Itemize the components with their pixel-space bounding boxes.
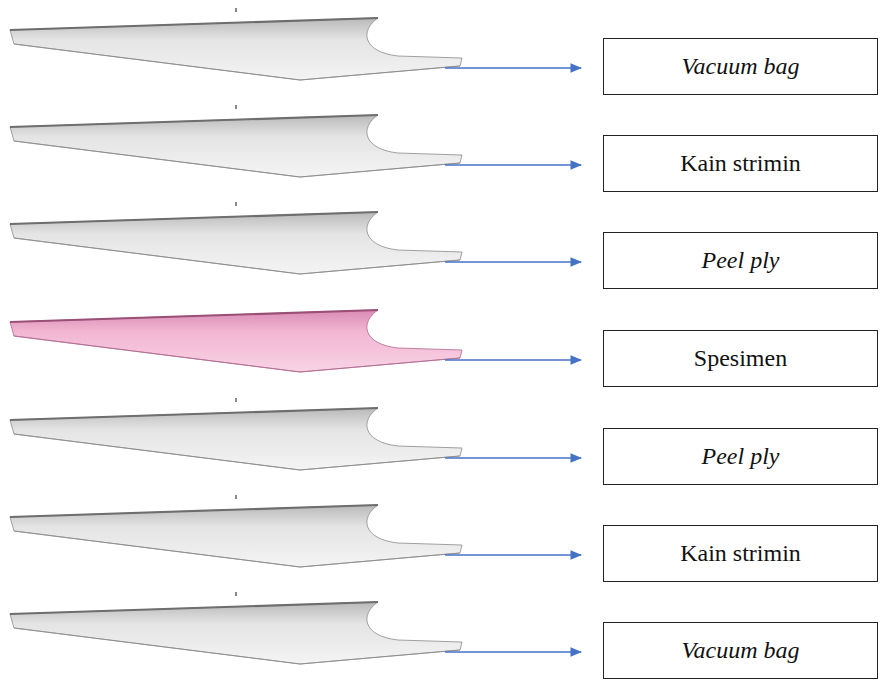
- sheet-lip: [10, 505, 378, 517]
- label-box: Peel ply: [603, 428, 878, 485]
- layer-name: Kain strimin: [680, 540, 801, 567]
- sheet-body: [10, 505, 462, 567]
- label-box: Peel ply: [603, 232, 878, 289]
- layer-name: Kain strimin: [680, 150, 801, 177]
- leader-arrow: [445, 261, 581, 262]
- sheet-body: [10, 212, 462, 274]
- layer-sheet: [10, 398, 462, 470]
- tick-mark: [235, 592, 237, 596]
- leader-arrow: [445, 554, 581, 555]
- label-box: Vacuum bag: [603, 38, 878, 95]
- sheet-body: [10, 310, 462, 372]
- leader-arrow: [445, 651, 581, 652]
- tick-mark: [235, 8, 237, 12]
- layer-sheet: [10, 202, 462, 274]
- sheet-edge: [14, 44, 460, 80]
- sheet-edge: [14, 531, 460, 567]
- layer-sheet: [10, 8, 462, 80]
- sheet-lip: [10, 115, 378, 127]
- leader-arrow: [445, 164, 581, 165]
- layer-name: Peel ply: [702, 443, 780, 470]
- sheet-edge: [14, 141, 460, 177]
- tick-mark: [235, 202, 237, 206]
- sheet-edge: [14, 336, 460, 372]
- label-box: Kain strimin: [603, 525, 878, 582]
- leader-arrow: [445, 457, 581, 458]
- sheet-edge: [14, 238, 460, 274]
- sheet-body: [10, 18, 462, 80]
- sheet-lip: [10, 18, 378, 30]
- layer-sheet: [10, 495, 462, 567]
- label-box: Spesimen: [603, 330, 878, 387]
- tick-mark: [235, 105, 237, 109]
- sheet-body: [10, 408, 462, 470]
- layer-name: Spesimen: [694, 345, 787, 372]
- layer-name: Vacuum bag: [682, 637, 800, 664]
- layer-sheet: [10, 105, 462, 177]
- specimen-sheet: [10, 310, 462, 372]
- sheet-lip: [10, 602, 378, 614]
- label-box: Kain strimin: [603, 135, 878, 192]
- sheet-lip: [10, 310, 378, 322]
- tick-mark: [235, 398, 237, 402]
- layer-sheet: [10, 592, 462, 664]
- sheet-edge: [14, 434, 460, 470]
- leader-arrow: [445, 67, 581, 68]
- sheet-edge: [14, 628, 460, 664]
- tick-mark: [235, 495, 237, 499]
- sheet-body: [10, 115, 462, 177]
- sheet-lip: [10, 212, 378, 224]
- leader-arrow: [445, 359, 581, 360]
- label-box: Vacuum bag: [603, 622, 878, 679]
- layer-name: Vacuum bag: [682, 53, 800, 80]
- layer-name: Peel ply: [702, 247, 780, 274]
- sheet-lip: [10, 408, 378, 420]
- sheet-body: [10, 602, 462, 664]
